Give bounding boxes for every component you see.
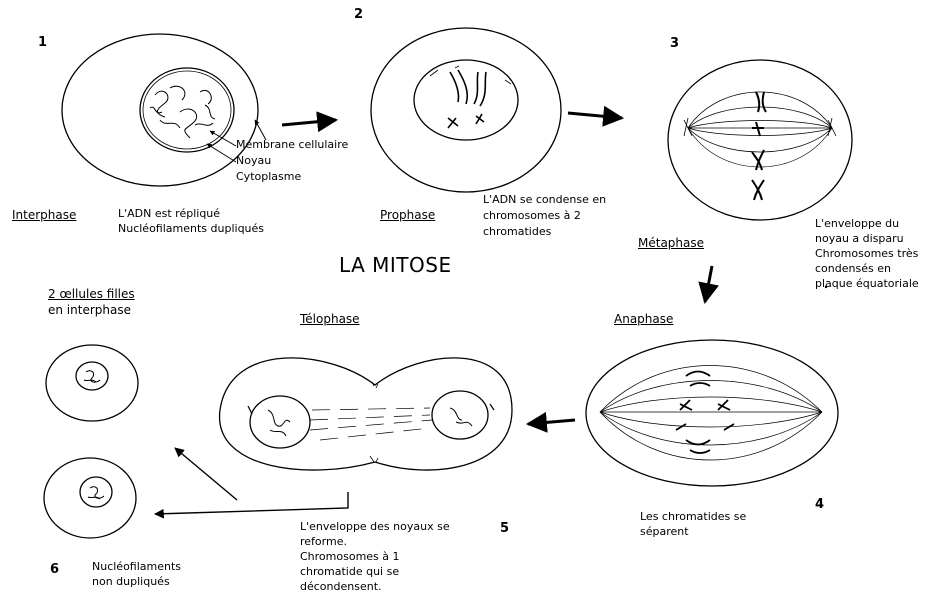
desc-daughters-line-2: non dupliqués (92, 575, 170, 589)
metaphase-cell (668, 60, 852, 220)
label-noyau: Noyau (236, 154, 271, 168)
division-arrows (155, 448, 348, 514)
prophase-cell (371, 28, 561, 192)
arrow-4-to-5 (528, 420, 575, 424)
desc-telophase-line-5: décondensent. (300, 580, 382, 594)
desc-telophase-line-2: reforme. (300, 535, 347, 549)
desc-metaphase-line-4: condensés en (815, 262, 891, 276)
phase-name-telophase: Télophase (300, 312, 360, 327)
desc-interphase-line-1: L'ADN est répliqué (118, 207, 220, 221)
phase-name-interphase: Interphase (12, 208, 76, 223)
desc-metaphase-line-1: L'enveloppe du (815, 217, 899, 231)
desc-metaphase-line-2: noyau a disparu (815, 232, 904, 246)
label-membrane: Membrane cellulaire (236, 138, 348, 152)
step-number-1: 1 (38, 36, 47, 50)
phase-name-anaphase: Anaphase (614, 312, 673, 327)
interphase-cell (62, 34, 258, 186)
phase-name-metaphase: Métaphase (638, 236, 704, 251)
telophase-cell (220, 358, 512, 470)
desc-prophase-line-1: L'ADN se condense en (483, 193, 606, 207)
desc-prophase-line-3: chromatides (483, 225, 551, 239)
phase-name-daughter-cells: 2 œllules filles (48, 287, 135, 302)
desc-metaphase-line-5: plaque équatoriale (815, 277, 919, 291)
desc-anaphase-line-2: séparent (640, 525, 689, 539)
label-cytoplasme: Cytoplasme (236, 170, 301, 184)
diagram-title: LA MITOSE (339, 258, 452, 272)
desc-interphase-line-2: Nucléofilaments dupliqués (118, 222, 264, 236)
step-number-3: 3 (670, 37, 679, 51)
arrow-3-to-4 (705, 266, 712, 302)
desc-daughters-line-1: Nucléofilaments (92, 560, 181, 574)
desc-anaphase-line-1: Les chromatides se (640, 510, 746, 524)
anaphase-cell (586, 340, 838, 486)
step-number-5: 5 (500, 522, 509, 536)
arrow-1-to-2 (282, 120, 336, 125)
desc-telophase-line-3: Chromosomes à 1 (300, 550, 400, 564)
step-number-2: 2 (354, 8, 363, 22)
desc-prophase-line-2: chromosomes à 2 (483, 209, 581, 223)
arrow-2-to-3 (568, 113, 622, 118)
phase-name-daughter-cells-sub: en interphase (48, 303, 131, 318)
arrow-to-lower-daughter (155, 492, 348, 514)
desc-telophase-line-1: L'enveloppe des noyaux se (300, 520, 450, 534)
desc-metaphase-line-3: Chromosomes très (815, 247, 918, 261)
arrow-to-upper-daughter (175, 448, 237, 500)
step-number-6: 6 (50, 563, 59, 577)
step-number-4: 4 (815, 498, 824, 512)
phase-name-prophase: Prophase (380, 208, 435, 223)
desc-telophase-line-4: chromatide qui se (300, 565, 399, 579)
daughter-cells (44, 345, 138, 538)
